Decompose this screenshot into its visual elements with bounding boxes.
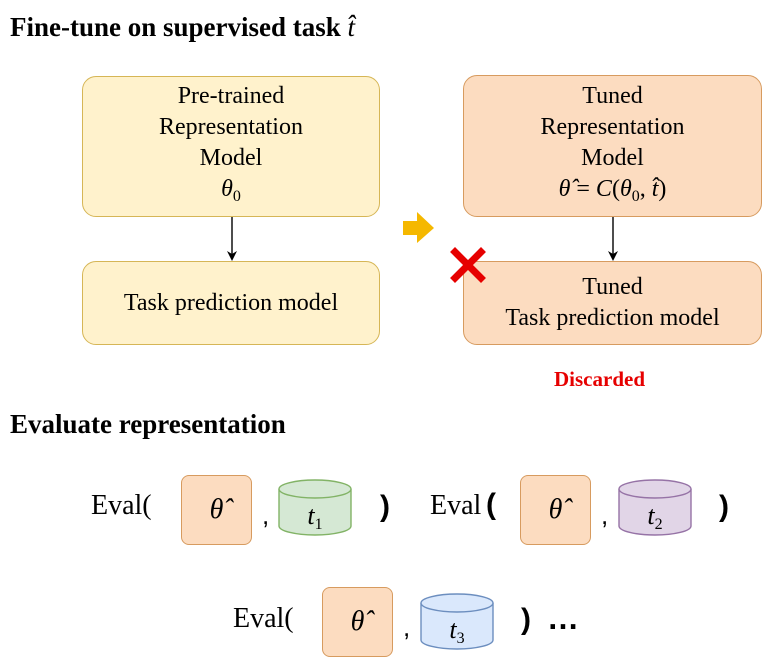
eval2-close: ) [719,490,729,523]
finetune-heading: Fine-tune on supervised task t̂ [10,12,355,43]
eval1-comma: , [262,500,270,530]
pretrained-param: θ0 [221,174,241,212]
tuned-line2: Representation [540,113,685,140]
eval2-theta: θ̂ [548,494,563,525]
pretrained-line3: Model [199,145,263,171]
task3-label: t3 [449,615,465,647]
eval3-theta: θ̂ [350,606,365,637]
pretrained-line1: Pre-trained [177,83,285,109]
ellipsis: … [547,600,579,636]
discarded-label: Discarded [554,367,645,391]
pretrained-model-box: Pre-trained Representation Model θ0 [82,76,380,217]
formula-func: C [595,175,612,202]
eval3-close: ) [521,603,531,636]
pretrained-theta: θ [221,176,233,202]
tuned-model-box: Tuned Representation Model θ̂ = C(θ0, t̂… [463,75,762,217]
eval1-theta-box: θ̂ [181,475,252,545]
eval1-close: ) [380,490,390,523]
finetune-heading-text: Fine-tune on supervised task [10,12,341,42]
tuned-formula: θ̂ = C(θ0, t̂) [559,174,667,212]
eval2-comma: , [601,500,609,530]
task-prediction-box: Task prediction model [82,261,380,345]
eval2-open: ( [486,488,496,521]
task-prediction-label: Task prediction model [123,289,339,316]
eval1-theta: θ̂ [209,494,224,525]
formula-open: ( [611,175,620,202]
tuned-line3: Model [581,144,644,171]
formula-task: t̂ [651,175,659,202]
eval2-prefix: Eval [430,490,482,521]
task3-cylinder-icon: t3 [420,593,494,651]
tuned-task-line1: Tuned [582,274,643,300]
task1-cylinder-icon: t1 [278,479,352,537]
formula-comma: , [639,175,652,202]
eval2-theta-box: θ̂ [520,475,591,545]
eval3-prefix: Eval( [233,603,294,634]
discard-cross-icon [450,247,486,283]
formula-theta: θ [619,175,632,202]
left-down-arrow [227,217,237,261]
task1-label: t1 [307,501,323,533]
task2-cylinder-icon: t2 [618,479,692,537]
task2-label: t2 [647,501,663,533]
pretrained-line2: Representation [159,114,303,140]
tuned-task-prediction-box: Tuned Task prediction model [463,261,762,345]
eval1-prefix: Eval( [91,490,152,521]
formula-theta-hat: θ̂ [558,175,571,202]
tuned-task-line2: Task prediction model [505,305,720,331]
formula-close: ) [658,175,667,202]
formula-theta-sub: 0 [631,187,640,205]
transition-arrow-icon [403,212,434,243]
eval3-theta-box: θ̂ [322,587,393,657]
evaluate-heading: Evaluate representation [10,409,286,439]
tuned-line1: Tuned [582,82,643,109]
finetune-heading-task: t̂ [347,12,356,42]
eval3-comma: , [403,612,411,642]
formula-equals: = [570,175,596,202]
pretrained-theta-sub: 0 [232,188,241,205]
right-down-arrow [608,217,618,261]
